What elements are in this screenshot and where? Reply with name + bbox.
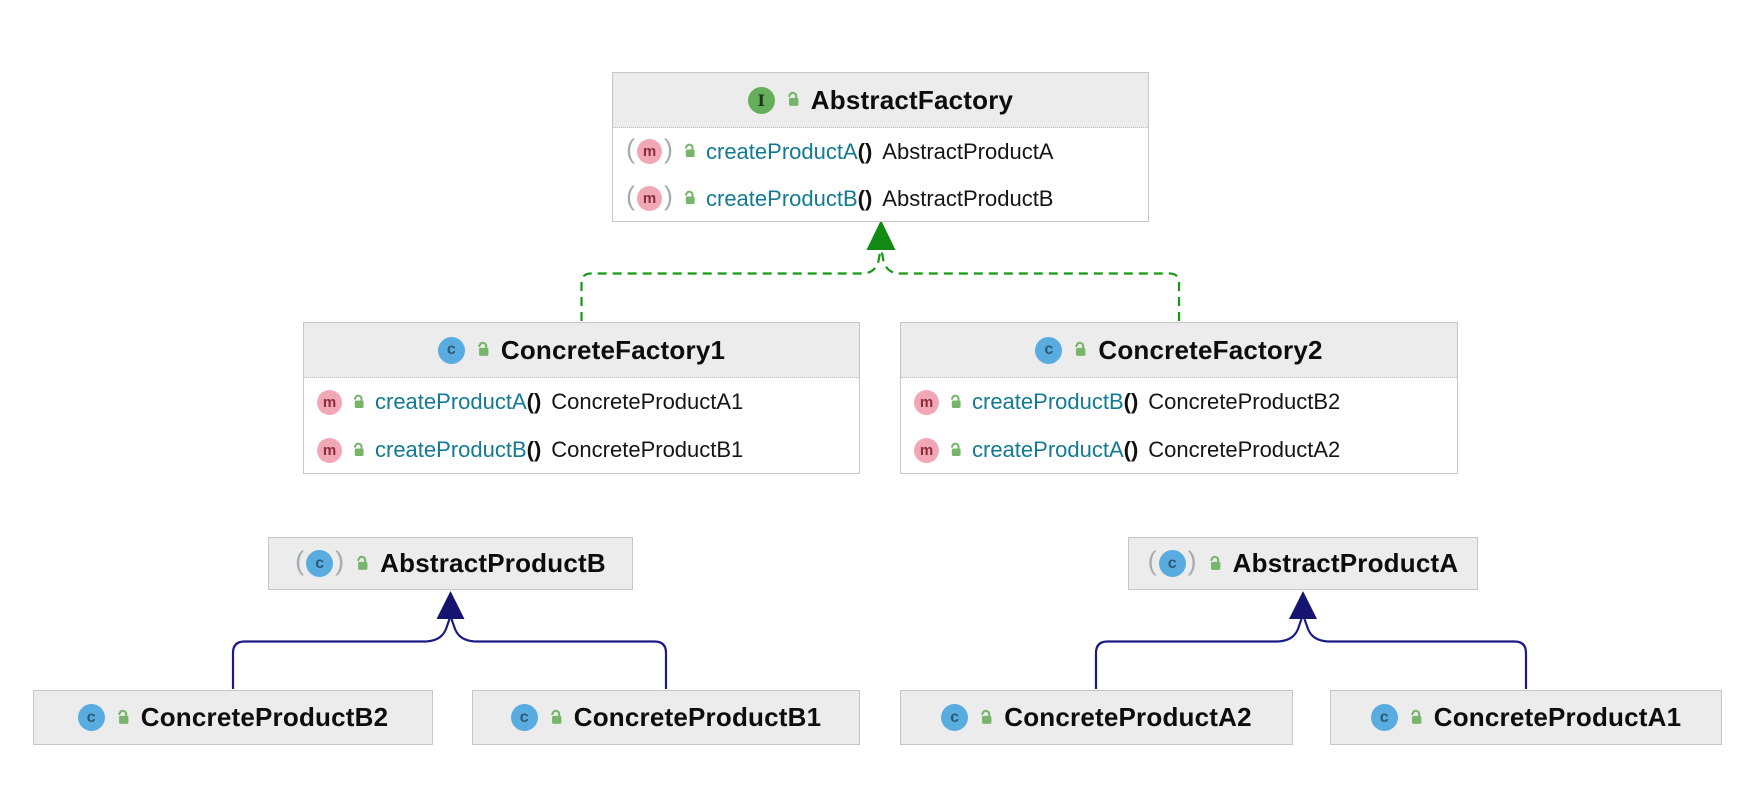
realization-edge-concretefactory1-abstractfactory[interactable] [580, 249, 882, 321]
class-header[interactable]: c ConcreteFactory1 [304, 323, 859, 378]
method-name: createProductA [375, 389, 527, 414]
generalization-line [450, 618, 668, 689]
method-parens: () [857, 138, 873, 164]
method-icon: m [914, 437, 939, 463]
unlocked-icon [1407, 708, 1425, 726]
method-name: createProductB [706, 185, 858, 211]
class-header[interactable]: (c) AbstractProductB [269, 538, 632, 589]
generalization-edge-concreteproductb1-abstractproductb[interactable] [450, 618, 668, 689]
unlocked-icon [681, 189, 698, 206]
method-parens: () [1123, 437, 1139, 462]
class-node-abstractproducta[interactable]: (c) AbstractProductA [1128, 537, 1478, 590]
unlocked-icon [1206, 554, 1224, 572]
class-node-concreteproducta2[interactable]: c ConcreteProductA2 [900, 690, 1293, 745]
unlocked-icon [350, 393, 367, 410]
unlocked-icon [947, 393, 964, 410]
class-icon: c [77, 704, 105, 731]
class-node-concreteproductb1[interactable]: c ConcreteProductB1 [472, 690, 860, 745]
class-node-concretefactory1[interactable]: c ConcreteFactory1 m createProductA()Con… [303, 322, 860, 474]
class-header[interactable]: c ConcreteProductA2 [901, 691, 1292, 744]
class-icon: c [1035, 336, 1063, 364]
class-icon: c [437, 336, 465, 364]
class-title: ConcreteProductA2 [1004, 702, 1252, 732]
unlocked-icon [350, 441, 367, 458]
class-node-concreteproducta1[interactable]: c ConcreteProductA1 [1330, 690, 1722, 745]
class-title: ConcreteProductB1 [573, 702, 822, 732]
method-row[interactable]: m createProductB() ConcreteProductB2 [901, 378, 1457, 426]
generalization-line [1303, 618, 1528, 689]
class-title: ConcreteFactory2 [1098, 334, 1323, 365]
class-node-abstractfactory[interactable]: I AbstractFactory (m) createProductA()Ab… [612, 72, 1149, 222]
unlocked-icon [947, 441, 964, 458]
class-title: ConcreteProductA1 [1433, 702, 1682, 732]
realization-edge-concretefactory2-abstractfactory[interactable] [880, 249, 1181, 321]
class-node-abstractproductb[interactable]: (c) AbstractProductB [268, 537, 633, 590]
class-icon: c [510, 704, 538, 731]
generalization-line [231, 618, 451, 689]
method-name: createProductB [375, 437, 527, 462]
class-title: ConcreteFactory1 [500, 334, 726, 365]
method-name: createProductA [972, 437, 1124, 462]
method-parens: () [526, 437, 542, 462]
method-return-type: ConcreteProductA2 [1148, 437, 1341, 462]
generalization-arrowhead-icon [436, 591, 465, 619]
class-node-concretefactory2[interactable]: c ConcreteFactory2 m createProductB()Con… [900, 322, 1458, 474]
class-title: AbstractFactory [810, 84, 1014, 115]
unlocked-icon [1071, 340, 1089, 358]
generalization-edge-concreteproducta1-abstractproducta[interactable] [1303, 618, 1528, 689]
unlocked-icon [353, 554, 371, 572]
unlocked-icon [114, 708, 132, 726]
class-title: ConcreteProductB2 [140, 702, 389, 732]
class-header[interactable]: c ConcreteFactory2 [901, 323, 1457, 378]
class-title: AbstractProductA [1232, 548, 1459, 578]
unlocked-icon [681, 142, 698, 159]
class-header[interactable]: I AbstractFactory [613, 73, 1148, 128]
method-icon: m [317, 389, 342, 415]
class-header[interactable]: c ConcreteProductB2 [34, 691, 432, 744]
class-node-concreteproductb2[interactable]: c ConcreteProductB2 [33, 690, 433, 745]
method-return-type: ConcreteProductB1 [551, 437, 744, 462]
realization-line [880, 249, 1181, 321]
class-icon: c [941, 704, 969, 731]
method-name: createProductA [706, 138, 858, 164]
interface-icon: I [747, 86, 775, 114]
class-icon: c [1370, 704, 1398, 731]
method-parens: () [1123, 389, 1139, 414]
method-parens: () [857, 185, 873, 211]
method-row[interactable]: (m) createProductB() AbstractProductB [613, 175, 1148, 222]
generalization-edge-concreteproductb2-abstractproductb[interactable] [231, 618, 451, 689]
method-row[interactable]: (m) createProductA() AbstractProductA [613, 128, 1148, 175]
generalization-line [1094, 618, 1303, 689]
abstract-method-icon: (m) [626, 181, 673, 211]
method-return-type: AbstractProductA [882, 138, 1054, 164]
method-row[interactable]: m createProductA() ConcreteProductA1 [304, 378, 859, 426]
abstract-method-icon: (m) [626, 134, 673, 164]
method-row[interactable]: m createProductB() ConcreteProductB1 [304, 426, 859, 474]
realization-arrowhead-icon [866, 220, 896, 250]
method-name: createProductB [972, 389, 1124, 414]
class-header[interactable]: c ConcreteProductB1 [473, 691, 859, 744]
method-return-type: AbstractProductB [882, 185, 1054, 211]
realization-line [580, 249, 882, 321]
method-icon: m [914, 389, 939, 415]
abstract-class-icon: (c) [1147, 546, 1197, 577]
class-title: AbstractProductB [380, 548, 606, 578]
unlocked-icon [547, 708, 565, 726]
method-return-type: ConcreteProductA1 [551, 389, 744, 414]
class-header[interactable]: (c) AbstractProductA [1129, 538, 1477, 589]
generalization-arrowhead-icon [1289, 591, 1317, 619]
method-parens: () [526, 389, 542, 414]
generalization-edge-concreteproducta2-abstractproducta[interactable] [1094, 618, 1303, 689]
class-header[interactable]: c ConcreteProductA1 [1331, 691, 1721, 744]
method-return-type: ConcreteProductB2 [1148, 389, 1341, 414]
unlocked-icon [474, 340, 492, 358]
abstract-class-icon: (c) [295, 546, 345, 577]
method-icon: m [317, 437, 342, 463]
method-row[interactable]: m createProductA() ConcreteProductA2 [901, 426, 1457, 474]
unlocked-icon [977, 708, 995, 726]
unlocked-icon [784, 90, 802, 108]
